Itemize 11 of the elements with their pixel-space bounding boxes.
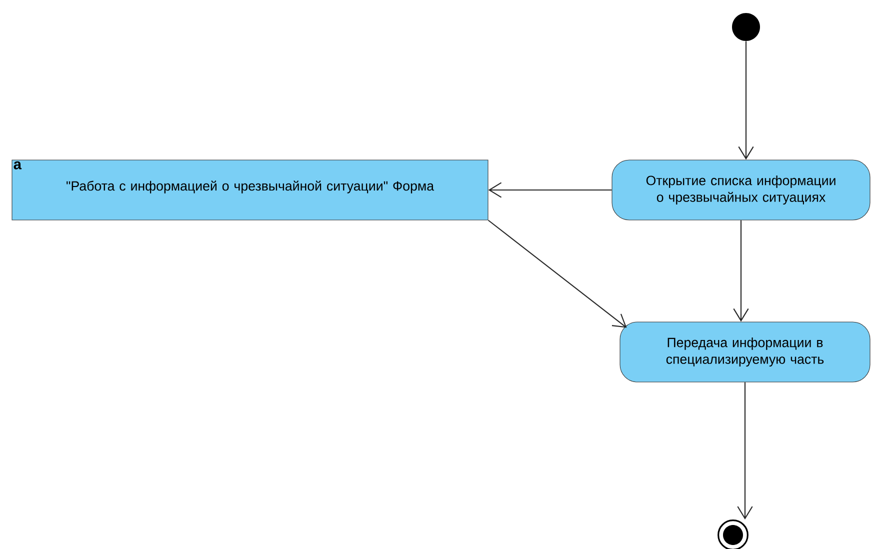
action-box: Передача информации в специализируемую часть (620, 322, 870, 382)
initial-node (732, 13, 760, 41)
arrow (488, 182, 612, 198)
arrow (738, 41, 754, 160)
arrow (733, 220, 749, 322)
arrow (488, 220, 627, 328)
object-label: a (14, 161, 22, 170)
action-box: Открытие списка информации о чрезвычайных ситуациях (612, 160, 870, 220)
object-name: "Работа с информацией о чрезвычайной ситуации" Форма (66, 180, 434, 194)
arrow (737, 382, 753, 520)
final-node (718, 520, 748, 549)
